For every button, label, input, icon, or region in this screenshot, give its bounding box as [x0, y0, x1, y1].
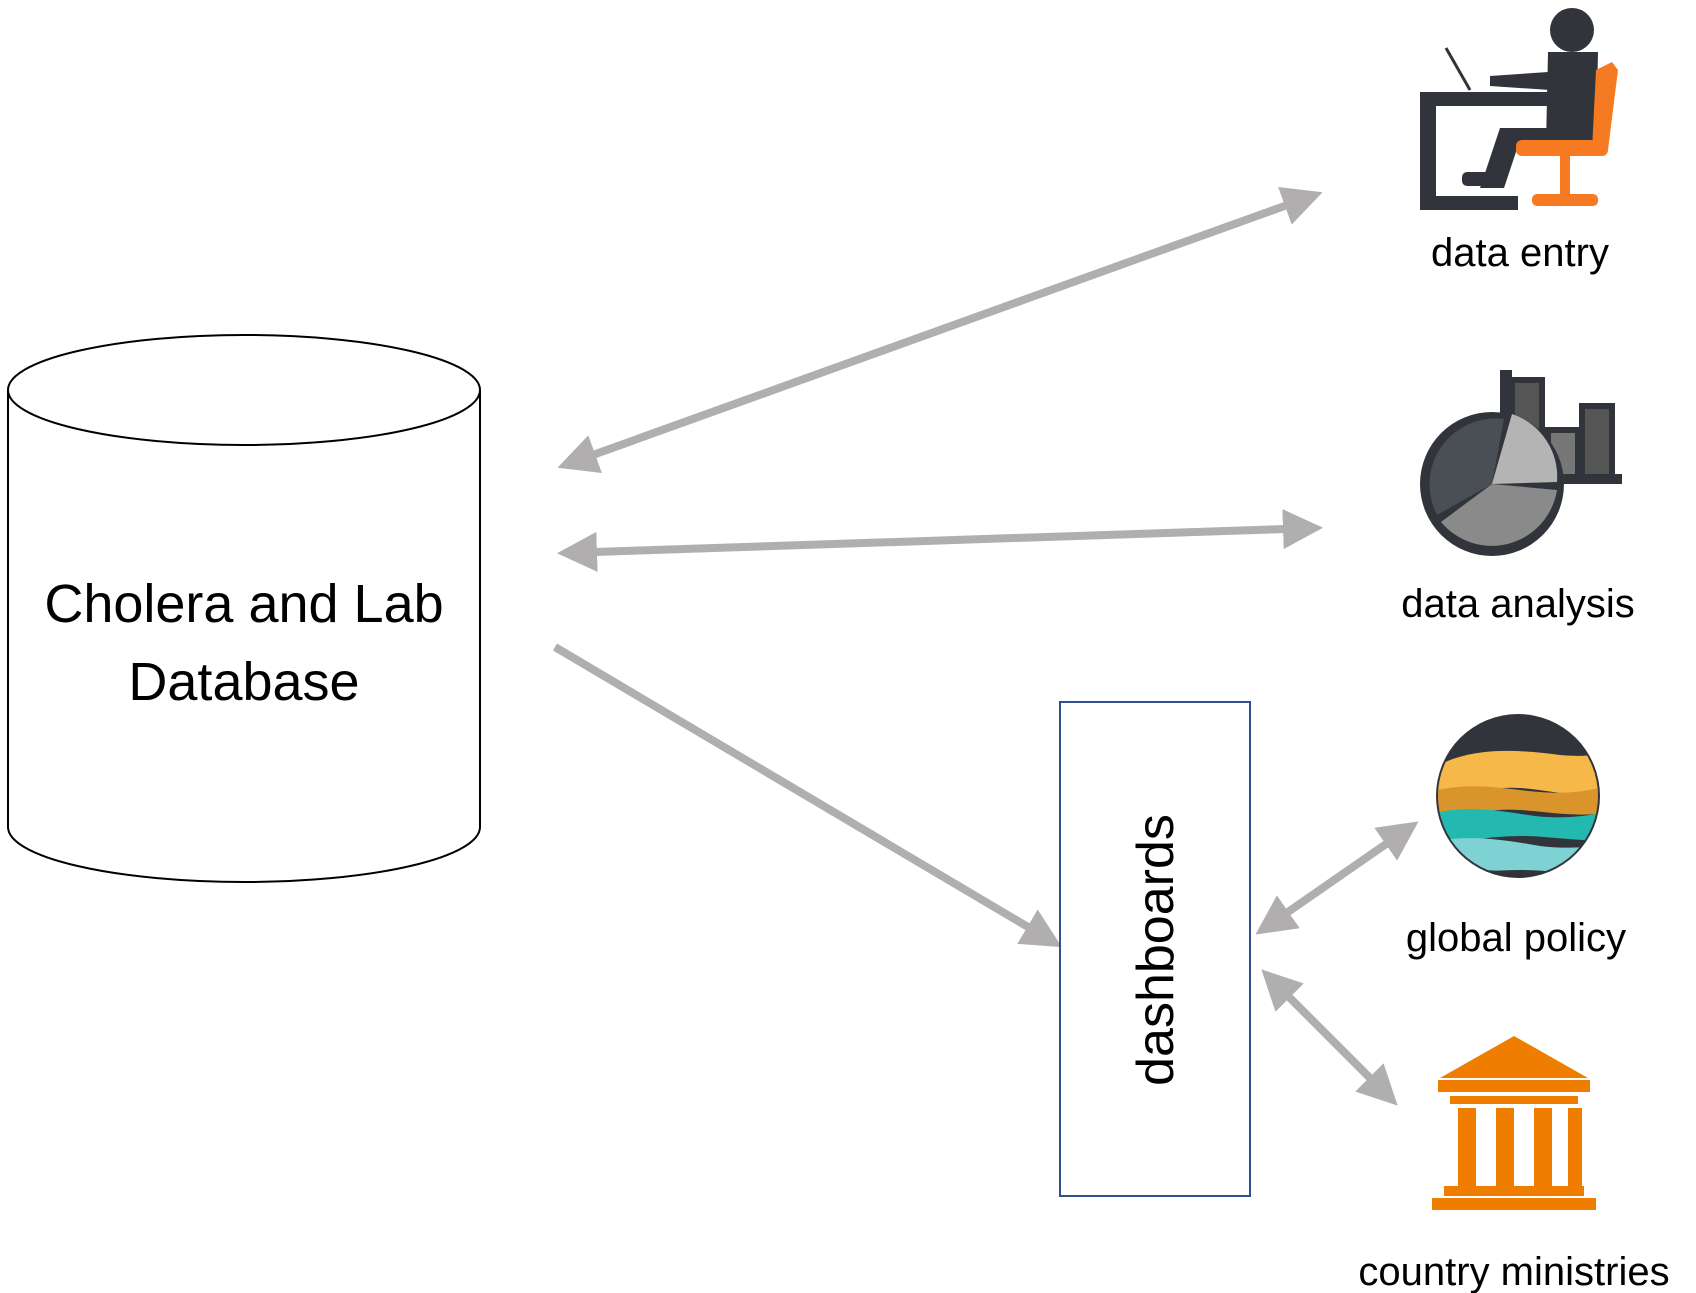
arrow-database-dashboards — [552, 643, 1062, 948]
government-building-icon — [1432, 1036, 1596, 1210]
database-label-line1: Cholera and Lab — [44, 574, 443, 634]
pie-and-bar-chart-icon — [1420, 370, 1622, 556]
arrow-database-data-analysis — [557, 509, 1323, 572]
data-entry-label: data entry — [1431, 231, 1609, 275]
dashboards-label: dashboards — [1127, 814, 1185, 1086]
dashboards-box[interactable]: dashboards — [1059, 701, 1251, 1197]
data-analysis-label: data analysis — [1401, 582, 1634, 626]
arrow-dashboards-global-policy — [1255, 821, 1419, 935]
arrow-dashboards-country-ministries — [1261, 969, 1398, 1106]
wave-globe-icon — [1436, 714, 1600, 878]
country-ministries-label: country ministries — [1358, 1250, 1669, 1293]
connector-arrows — [552, 187, 1419, 1106]
database-cylinder[interactable]: Cholera and Lab Database — [7, 334, 481, 883]
global-policy-label: global policy — [1406, 916, 1626, 960]
arrow-database-data-entry — [557, 187, 1323, 473]
database-label-line2: Database — [128, 652, 359, 712]
person-at-desk-icon — [1420, 8, 1618, 210]
